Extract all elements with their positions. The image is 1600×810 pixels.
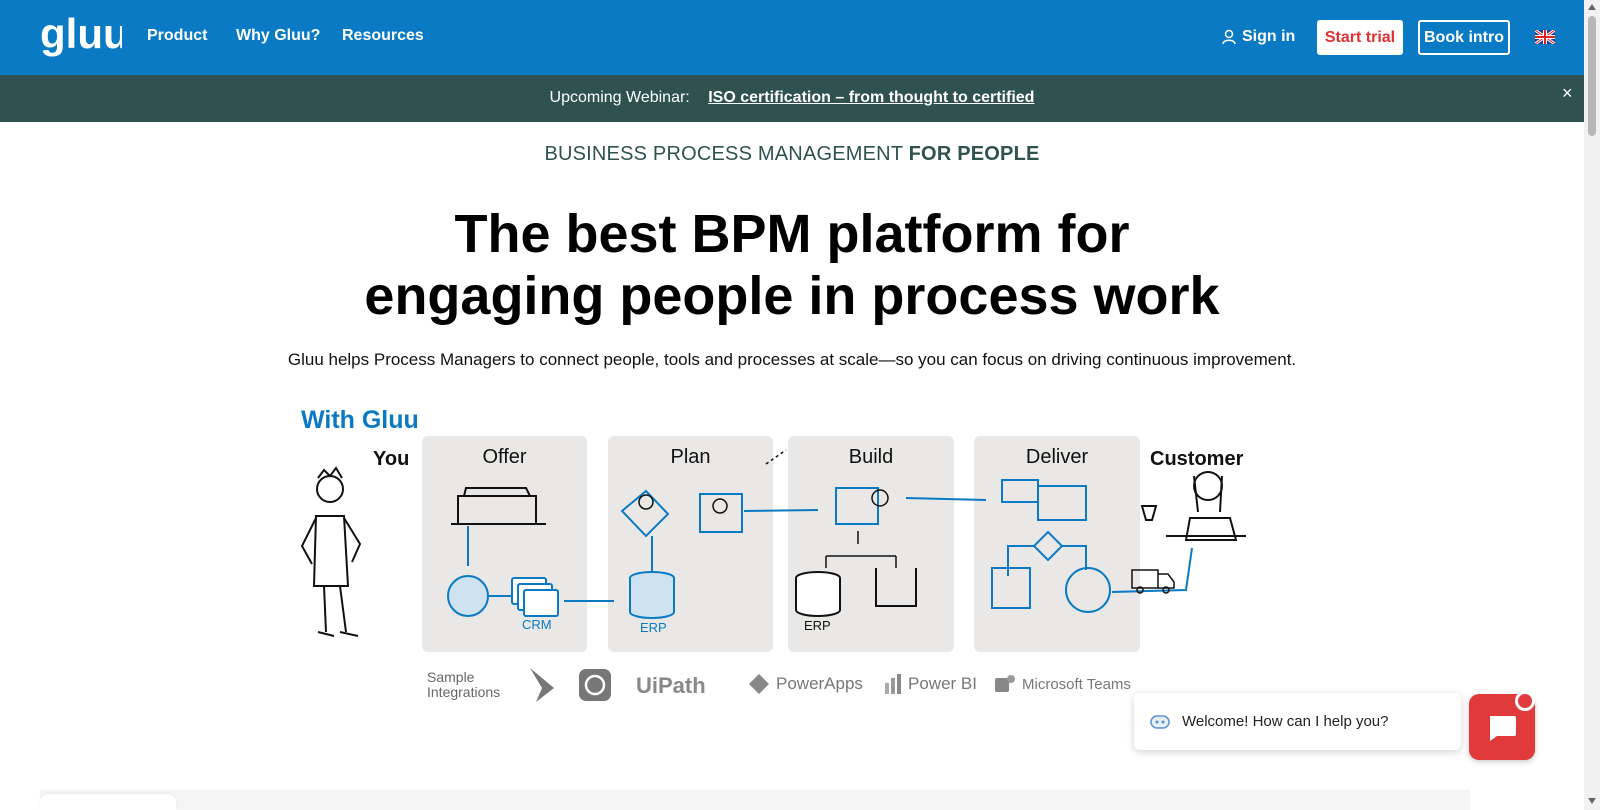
- scroll-up-icon[interactable]: [1588, 4, 1596, 10]
- erp-plan-label: ERP: [640, 620, 667, 635]
- truck-icon: [1131, 569, 1175, 594]
- powerapps-label: PowerApps: [776, 674, 863, 693]
- chat-welcome-bubble[interactable]: Welcome! How can I help you?: [1134, 693, 1461, 750]
- uk-flag-icon[interactable]: [1535, 30, 1555, 44]
- stage-offer: Offer: [422, 436, 587, 652]
- banner-text: Upcoming Webinar: ISO certification – fr…: [0, 89, 1584, 107]
- webinar-banner: Upcoming Webinar: ISO certification – fr…: [0, 75, 1584, 122]
- uipath-label: UiPath: [636, 673, 706, 698]
- nav-link-product[interactable]: Product: [147, 27, 208, 44]
- nav-link-resources[interactable]: Resources: [342, 27, 424, 44]
- planner-icon: [620, 489, 743, 538]
- dynamics-icon: [530, 668, 554, 702]
- chat-welcome-text: Welcome! How can I help you?: [1182, 713, 1389, 730]
- store-icon: [451, 487, 546, 525]
- erp-build-label: ERP: [804, 618, 831, 633]
- next-section-card: [40, 794, 176, 810]
- stage-title: Deliver: [1025, 446, 1089, 468]
- sign-in-label: Sign in: [1242, 28, 1296, 45]
- page-scrollbar[interactable]: [1584, 0, 1600, 810]
- builder-icon: [835, 487, 879, 525]
- stage-title: Build: [848, 446, 894, 468]
- delivery-icon: [991, 479, 1193, 613]
- database-build-icon: [795, 571, 841, 617]
- integrations-label: Sample Integrations: [427, 670, 500, 700]
- powerapps-icon: [749, 674, 769, 694]
- gluu-logo[interactable]: gluu: [40, 12, 122, 64]
- banner-prefix: Upcoming Webinar:: [549, 89, 690, 106]
- banner-close-icon[interactable]: ×: [1562, 83, 1573, 103]
- headline-line-1: The best BPM platform for: [454, 204, 1130, 264]
- openai-icon: [579, 669, 611, 701]
- person-customer-icon: [1140, 471, 1246, 541]
- next-section-strip: [40, 790, 1470, 810]
- scroll-down-icon[interactable]: [1588, 798, 1596, 804]
- stage-deliver: Deliver: [974, 436, 1140, 652]
- hero-subline: Gluu helps Process Managers to connect p…: [287, 350, 1297, 369]
- teams-item: Microsoft Teams: [994, 673, 1131, 695]
- chat-icon: [1490, 716, 1516, 741]
- svg-text:gluu: gluu: [40, 12, 122, 57]
- integrations-label-line2: Integrations: [427, 684, 501, 700]
- stage-plan: Plan: [608, 436, 773, 652]
- process-diagram: CRM ERP ERP: [300, 449, 1246, 637]
- chatbot-icon: [1150, 714, 1170, 729]
- teams-icon: [995, 675, 1015, 692]
- nav-link-why-gluu[interactable]: Why Gluu?: [236, 27, 321, 44]
- kicker-bold: FOR PEOPLE: [908, 143, 1040, 165]
- stage-title: Plan: [670, 446, 711, 468]
- scroll-thumb[interactable]: [1588, 16, 1596, 136]
- powerapps-item: PowerApps: [748, 673, 863, 695]
- crm-label: CRM: [522, 617, 552, 632]
- integrations-label-line1: Sample: [427, 669, 475, 685]
- hero-kicker: BUSINESS PROCESS MANAGEMENT FOR PEOPLE: [0, 143, 1584, 166]
- start-trial-button[interactable]: Start trial: [1317, 20, 1403, 55]
- database-plan-icon: [629, 571, 675, 619]
- teams-label: Microsoft Teams: [1022, 675, 1131, 693]
- kicker-regular: BUSINESS PROCESS MANAGEMENT: [544, 143, 909, 165]
- hero-headline: The best BPM platform for engaging peopl…: [0, 203, 1584, 327]
- webinar-link[interactable]: ISO certification – from thought to cert…: [708, 89, 1035, 106]
- customer-label: Customer: [1150, 448, 1244, 470]
- stage-title: Offer: [482, 446, 527, 468]
- uipath-logo: UiPath: [636, 673, 706, 699]
- top-navigation: gluu Product Why Gluu? Resources Sign in…: [0, 0, 1584, 75]
- chat-notification-dot: [1515, 691, 1535, 711]
- crm-cards-icon: [511, 577, 559, 617]
- you-label: You: [373, 448, 410, 470]
- sign-in-link[interactable]: Sign in: [1222, 28, 1295, 46]
- powerbi-icon: [885, 674, 901, 694]
- user-icon: [1222, 29, 1236, 45]
- powerbi-label: Power BI: [908, 674, 977, 693]
- person-you-icon: [300, 466, 362, 637]
- headline-line-2: engaging people in process work: [364, 266, 1220, 326]
- book-intro-button[interactable]: Book intro: [1418, 20, 1510, 55]
- with-gluu-title: With Gluu: [301, 406, 419, 434]
- customer-circle-icon: [447, 575, 489, 617]
- powerbi-item: Power BI: [884, 673, 977, 695]
